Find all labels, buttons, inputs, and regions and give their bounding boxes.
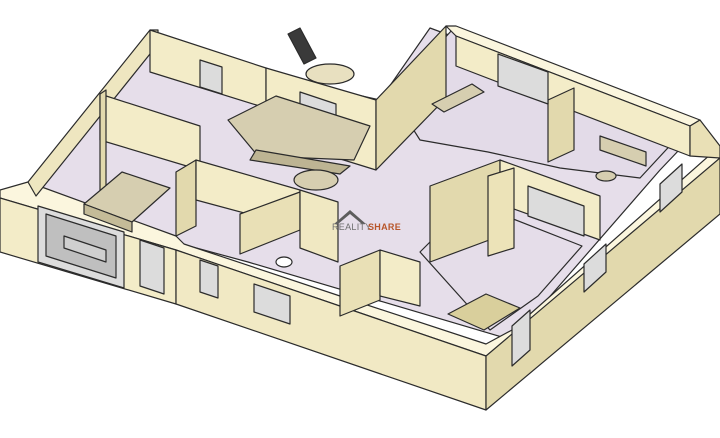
window-front-arch [253, 283, 291, 325]
stair-steps [287, 27, 317, 65]
window-right-2 [583, 243, 607, 293]
window-right-3 [659, 163, 683, 213]
side-table [595, 170, 617, 182]
watermark-brand-left: REALITY [332, 222, 372, 232]
bathtub-left [63, 235, 107, 263]
window-back-left [199, 59, 223, 95]
dining-table [293, 169, 339, 191]
wall-front-right [485, 157, 720, 411]
furniture [63, 27, 647, 331]
window-front-small-1 [139, 239, 165, 295]
wall-column [487, 167, 515, 257]
kitchen-counter [227, 95, 371, 161]
window-front-small-2 [199, 259, 219, 299]
sofa-living-left [431, 83, 485, 113]
watermark: REALITY SHARE [332, 210, 401, 232]
watermark-roof-icon [334, 210, 366, 224]
bed-master-side [83, 203, 133, 233]
wall-right-end [689, 119, 720, 159]
wall-closet-right-face [379, 249, 421, 307]
spiral-stair [305, 63, 355, 85]
window-right-1 [511, 309, 531, 367]
sofa-living-right [599, 135, 647, 167]
wall-living-divider [547, 87, 575, 163]
wall-closet [175, 159, 197, 237]
kitchen-island [249, 149, 351, 175]
window-bedroom-right [527, 185, 585, 237]
wall-hall-right [299, 189, 339, 263]
window-living-back [497, 53, 549, 105]
watermark-brand-right: SHARE [368, 222, 401, 232]
wall-closet-right [339, 249, 381, 317]
bed-right [447, 293, 521, 331]
sink [275, 256, 293, 268]
